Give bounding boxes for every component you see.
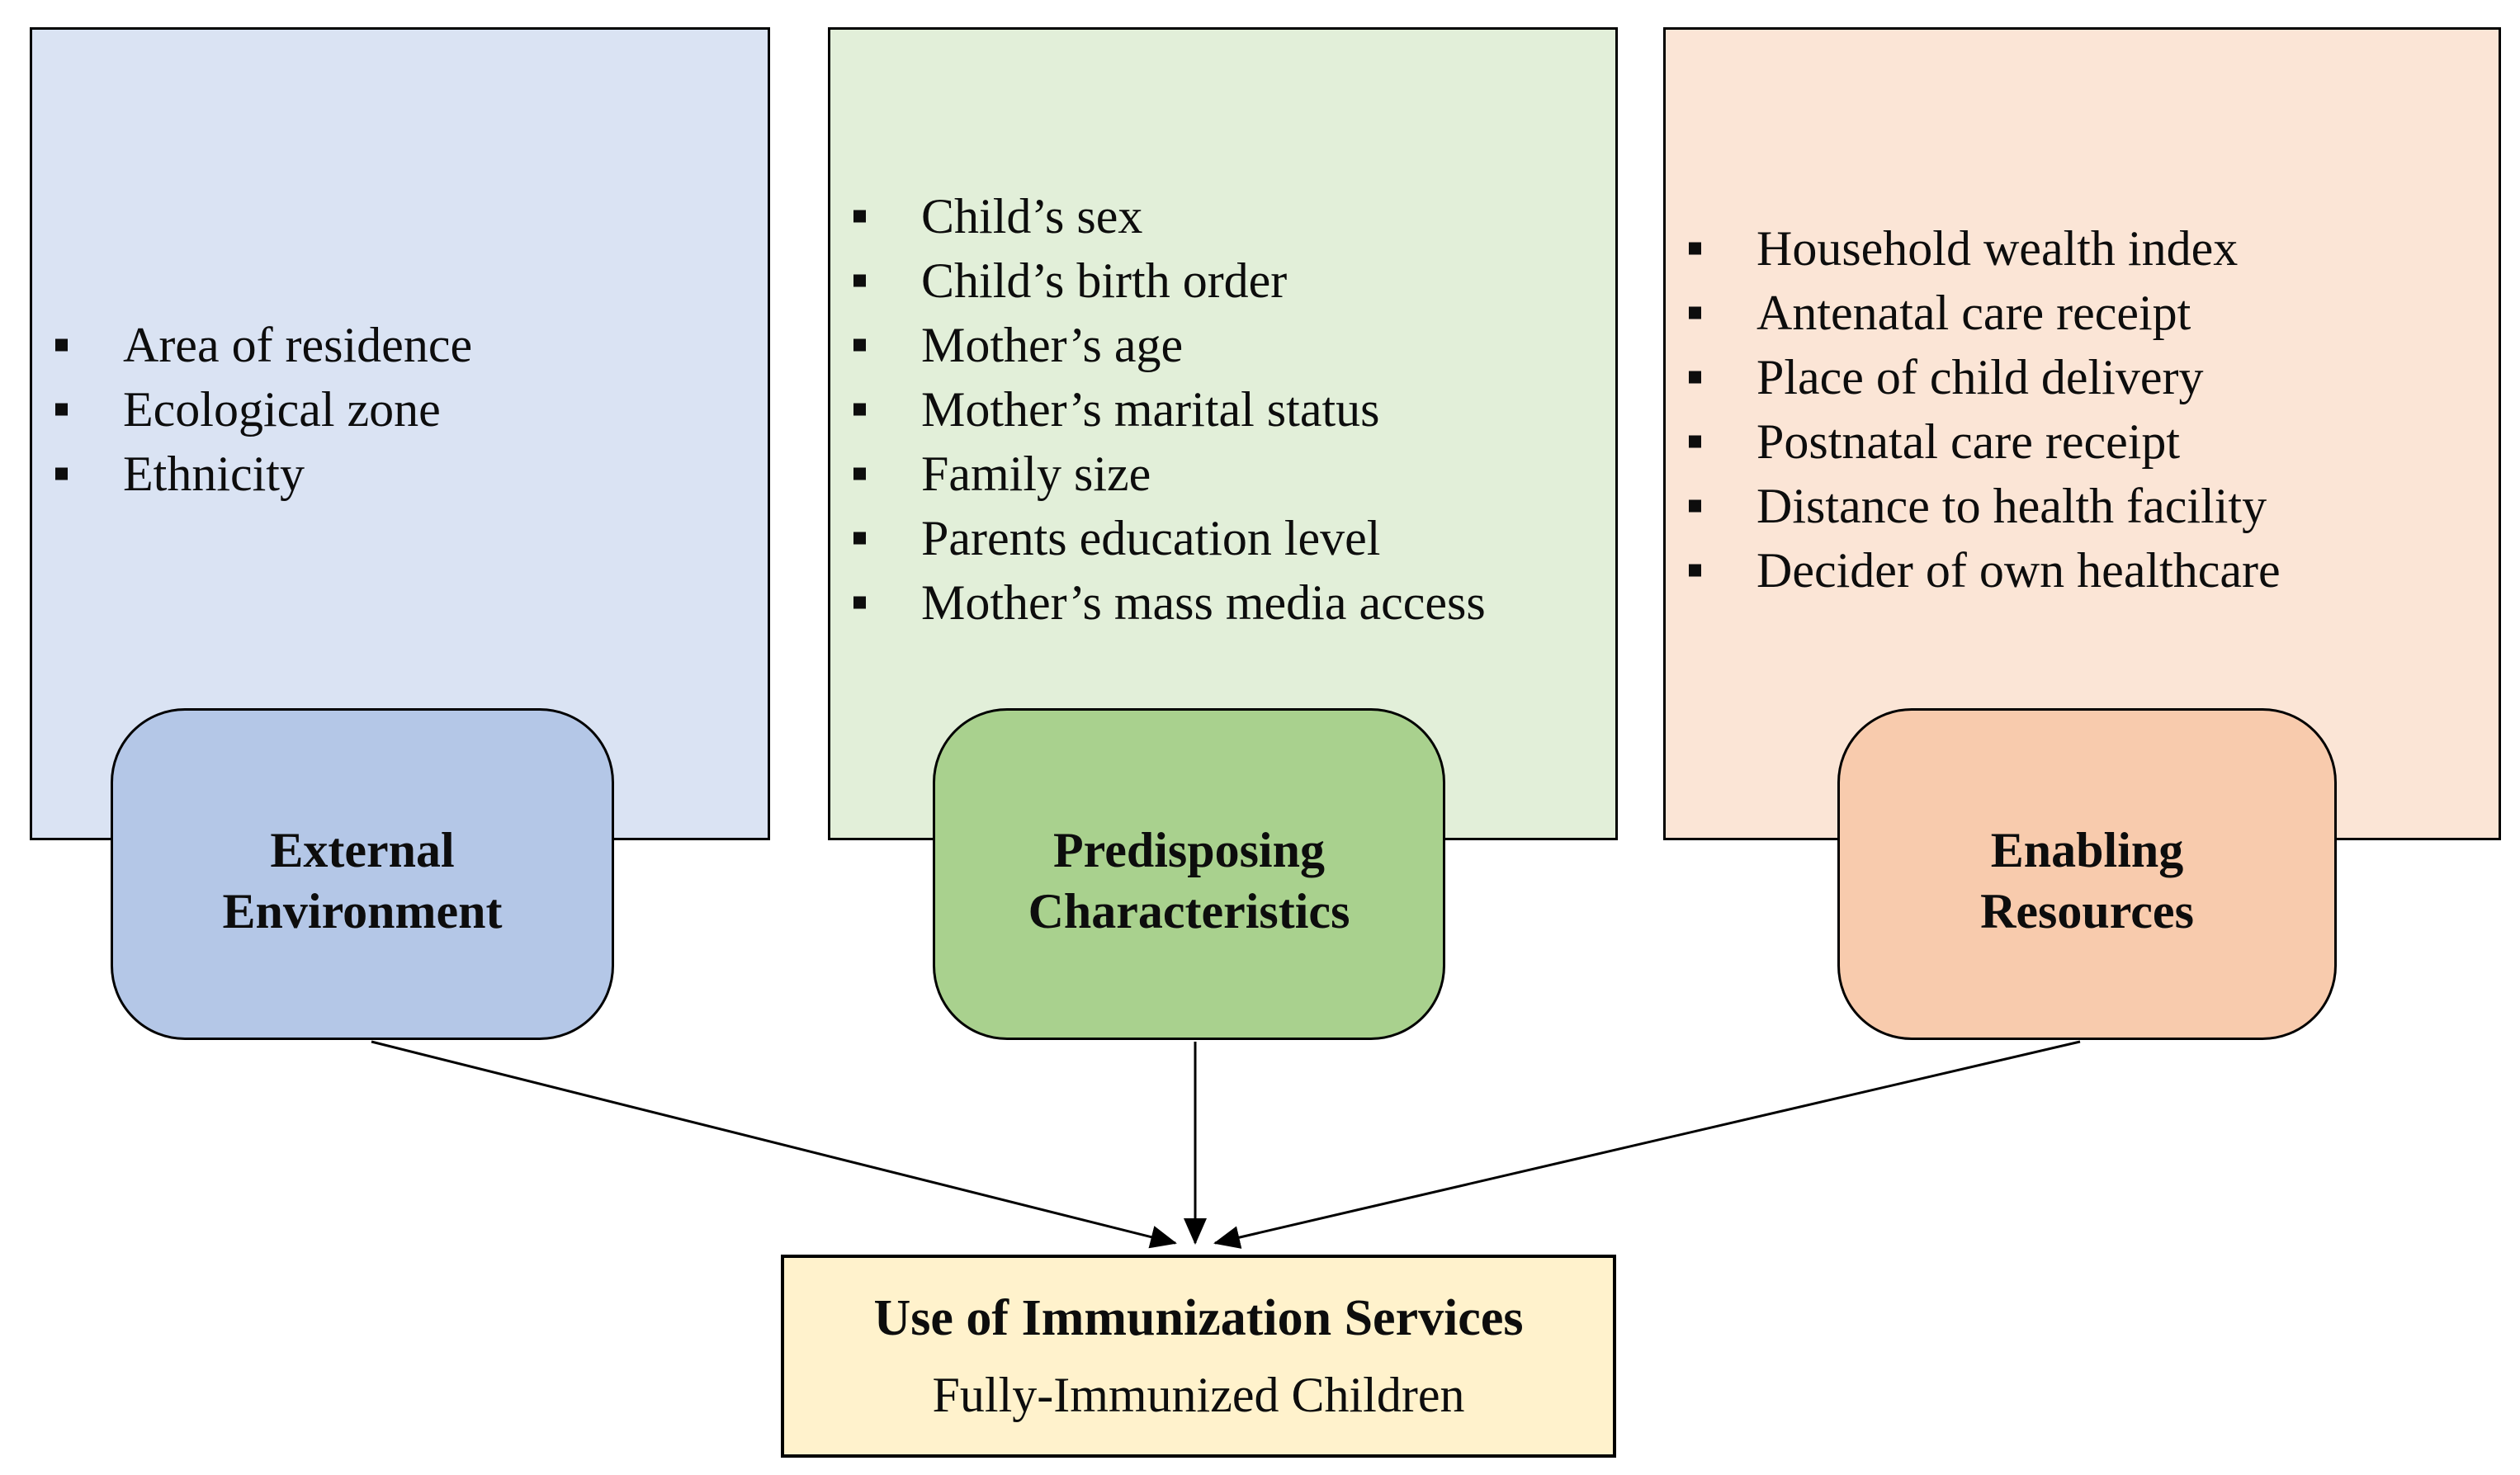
enabling-resources-label-box: Enabling Resources [1837, 708, 2337, 1040]
bullet-square-icon [55, 338, 68, 351]
list-item-text: Child’s birth order [921, 253, 1288, 308]
list-item-text: Distance to health facility [1756, 478, 2267, 533]
list-item-text: Household wealth index [1756, 220, 2239, 276]
list-item-text: Area of residence [123, 317, 473, 372]
bullet-square-icon [1689, 371, 1701, 383]
list-item-text: Place of child delivery [1756, 349, 2204, 404]
bullet-square-icon [1689, 499, 1701, 512]
external-environment-label-box: External Environment [111, 708, 614, 1040]
list-item-text: Mother’s mass media access [921, 574, 1486, 630]
bullet-square-icon [853, 596, 866, 608]
list-item: Area of residence [55, 313, 755, 377]
list-item: Distance to health facility [1689, 474, 2486, 538]
list-item-text: Mother’s marital status [921, 381, 1380, 437]
bullet-square-icon [853, 532, 866, 544]
list-item-text: Mother’s age [921, 317, 1184, 372]
bullet-square-icon [853, 338, 866, 351]
list-item: Child’s sex [853, 184, 1603, 248]
list-item-text: Antenatal care receipt [1756, 285, 2191, 340]
bullet-square-icon [1689, 306, 1701, 319]
external-environment-factor-list: Area of residence Ecological zone Ethnic… [32, 313, 768, 506]
list-item-text: Ecological zone [123, 381, 441, 437]
list-item: Child’s birth order [853, 248, 1603, 313]
bullet-square-icon [853, 274, 866, 286]
list-item-text: Child’s sex [921, 188, 1143, 243]
list-item-text: Ethnicity [123, 446, 305, 501]
arrow-enabling-resources-to-outcome [1213, 1040, 2081, 1249]
list-item: Mother’s mass media access [853, 570, 1603, 635]
bullet-square-icon [1689, 435, 1701, 447]
bullet-square-icon [853, 467, 866, 480]
list-item-text: Parents education level [921, 510, 1381, 565]
bullet-square-icon [853, 210, 866, 222]
list-item: Household wealth index [1689, 216, 2486, 281]
list-item: Mother’s age [853, 313, 1603, 377]
list-item: Parents education level [853, 506, 1603, 570]
arrow-external-environment-to-outcome [371, 1040, 1177, 1249]
external-environment-label: External Environment [222, 823, 503, 938]
list-item: Postnatal care receipt [1689, 409, 2486, 474]
list-item-text: Family size [921, 446, 1151, 501]
list-item: Ethnicity [55, 442, 755, 506]
enabling-resources-label: Enabling Resources [1980, 823, 2194, 938]
bullet-square-icon [853, 403, 866, 415]
bullet-square-icon [55, 467, 68, 480]
predisposing-characteristics-label: Predisposing Characteristics [1028, 823, 1350, 938]
enabling-resources-factor-list: Household wealth index Antenatal care re… [1666, 216, 2499, 603]
list-item-text: Decider of own healthcare [1756, 542, 2281, 598]
outcome-title: Use of Immunization Services [873, 1290, 1524, 1346]
list-item: Family size [853, 442, 1603, 506]
outcome-box: Use of Immunization Services Fully-Immun… [781, 1255, 1616, 1458]
predisposing-characteristics-label-box: Predisposing Characteristics [933, 708, 1445, 1040]
bullet-square-icon [1689, 564, 1701, 576]
external-environment-factors-box: Area of residence Ecological zone Ethnic… [30, 27, 770, 840]
list-item: Place of child delivery [1689, 345, 2486, 409]
predisposing-characteristics-factors-box: Child’s sex Child’s birth order Mother’s… [828, 27, 1618, 840]
enabling-resources-factors-box: Household wealth index Antenatal care re… [1663, 27, 2501, 840]
list-item: Antenatal care receipt [1689, 281, 2486, 345]
bullet-square-icon [55, 403, 68, 415]
outcome-subtitle: Fully-Immunized Children [932, 1368, 1465, 1422]
bullet-square-icon [1689, 242, 1701, 254]
list-item: Ecological zone [55, 377, 755, 442]
list-item-text: Postnatal care receipt [1756, 414, 2181, 469]
predisposing-characteristics-factor-list: Child’s sex Child’s birth order Mother’s… [830, 184, 1615, 635]
list-item: Mother’s marital status [853, 377, 1603, 442]
list-item: Decider of own healthcare [1689, 538, 2486, 603]
